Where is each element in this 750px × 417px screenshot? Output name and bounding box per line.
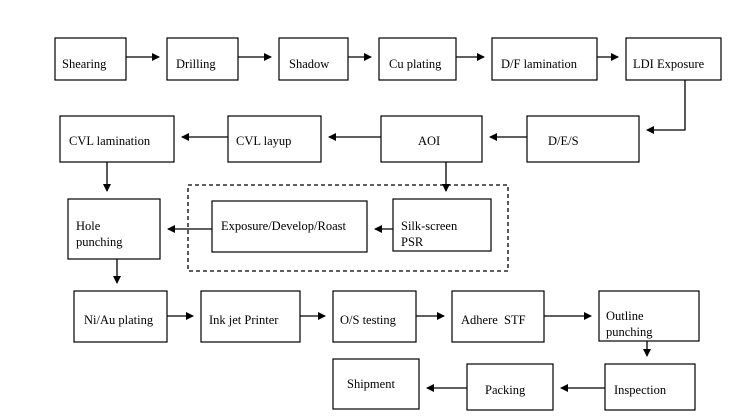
step-ldi-exposure-label: LDI Exposure — [633, 57, 705, 71]
step-drilling: Drilling — [166, 37, 239, 81]
arrow-ldi-exposure-to-des — [646, 80, 686, 134]
step-cu-plating-label: Cu plating — [389, 57, 442, 71]
step-ni-au-plating-label: Ni/Au plating — [84, 313, 154, 327]
step-shipment-label: Shipment — [347, 377, 395, 391]
step-silk-screen-psr-label-line1: Silk-screen — [401, 219, 458, 233]
step-os-testing-label: O/S testing — [340, 313, 397, 327]
step-ink-jet-printer-label: Ink jet Printer — [209, 313, 279, 327]
step-des: D/E/S — [526, 115, 640, 163]
step-aoi: AOI — [380, 115, 483, 163]
step-df-lamination-label: D/F lamination — [501, 57, 578, 71]
step-silk-screen-psr: Silk-screen PSR — [392, 198, 492, 252]
step-aoi-label: AOI — [418, 134, 440, 148]
step-shadow-label: Shadow — [289, 57, 329, 71]
step-shipment: Shipment — [332, 358, 420, 410]
step-ink-jet-printer: Ink jet Printer — [200, 290, 301, 343]
step-adhere-stf: Adhere STF — [451, 290, 545, 343]
step-df-lamination: D/F lamination — [491, 37, 598, 81]
step-outline-punching-label-line2: punching — [606, 325, 653, 339]
step-exposure-develop-roast-label: Exposure/Develop/Roast — [221, 219, 347, 233]
step-shearing: Shearing — [54, 37, 127, 81]
step-packing: Packing — [466, 363, 554, 411]
step-adhere-stf-label: Adhere STF — [461, 313, 526, 327]
step-drilling-label: Drilling — [176, 57, 216, 71]
step-cu-plating: Cu plating — [378, 37, 457, 81]
step-hole-punching-label-line2: punching — [76, 235, 123, 249]
step-cvl-lamination: CVL lamination — [59, 115, 175, 163]
step-inspection: Inspection — [604, 363, 696, 411]
step-outline-punching: Outline punching — [598, 290, 700, 342]
step-cvl-lamination-label: CVL lamination — [69, 134, 151, 148]
step-outline-punching-label-line1: Outline — [606, 309, 644, 323]
step-ldi-exposure: LDI Exposure — [625, 37, 722, 81]
step-shearing-label: Shearing — [62, 57, 107, 71]
step-shadow: Shadow — [278, 37, 349, 81]
step-ni-au-plating: Ni/Au plating — [73, 290, 168, 343]
step-silk-screen-psr-label-line2: PSR — [401, 235, 424, 249]
step-cvl-layup: CVL layup — [227, 115, 322, 163]
step-inspection-label: Inspection — [614, 383, 667, 397]
step-exposure-develop-roast: Exposure/Develop/Roast — [211, 200, 368, 253]
step-os-testing: O/S testing — [332, 290, 417, 343]
step-hole-punching: Hole punching — [67, 198, 161, 260]
step-packing-label: Packing — [485, 383, 526, 397]
step-hole-punching-label-line1: Hole — [76, 219, 101, 233]
step-cvl-layup-label: CVL layup — [236, 134, 291, 148]
step-des-label: D/E/S — [548, 134, 579, 148]
